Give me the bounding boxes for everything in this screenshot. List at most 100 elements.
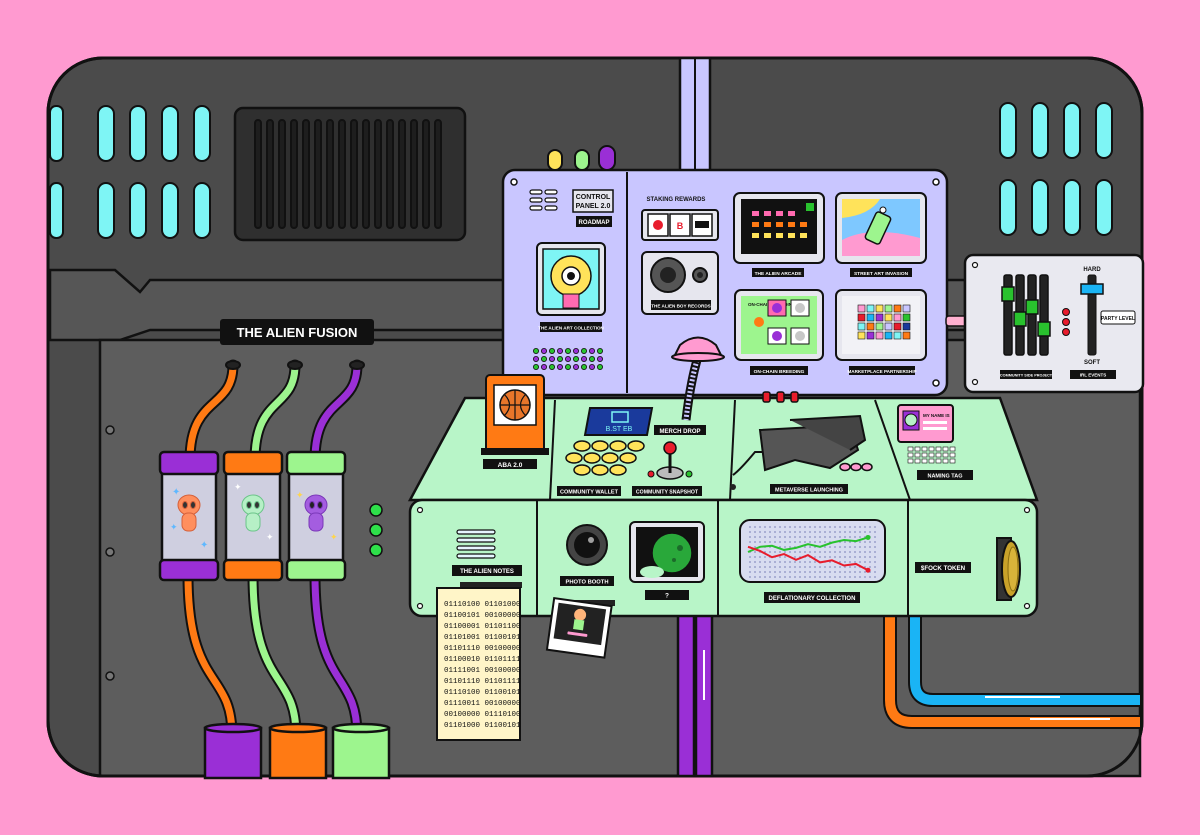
binary-line: 01101000 01100101 — [444, 722, 521, 730]
joystick[interactable] — [647, 441, 693, 480]
community-wallet-buttons[interactable] — [565, 440, 645, 476]
fusion-tube-green-alien[interactable]: ✦ ✦ — [222, 450, 284, 582]
keypad-key[interactable] — [949, 458, 956, 464]
fusion-tube-purple-alien[interactable]: ✦ ✦ — [285, 450, 347, 582]
basketball-card[interactable] — [481, 374, 549, 455]
question-label[interactable]: ? — [645, 590, 689, 600]
yellow-button[interactable] — [591, 464, 609, 476]
community-wallet-label[interactable]: COMMUNITY WALLET — [557, 486, 621, 496]
vent-slat — [362, 119, 370, 229]
chart-grid-dot — [834, 526, 836, 528]
keypad-key[interactable] — [942, 452, 949, 458]
keypad-key[interactable] — [949, 452, 956, 458]
merch-drop-label[interactable]: MERCH DROP — [654, 425, 706, 435]
alien-boy-records-label[interactable]: THE ALIEN BOY RECORDS — [651, 300, 711, 310]
keypad-key[interactable] — [921, 452, 928, 458]
yellow-button[interactable] — [609, 464, 627, 476]
marketplace-partnership-monitor[interactable] — [835, 289, 927, 361]
marketplace-partnership-label[interactable]: MARKETPLACE PARTNERSHIP — [847, 366, 917, 375]
yellow-button[interactable] — [591, 440, 609, 452]
chart-grid-dot — [789, 566, 791, 568]
party-level-slider[interactable]: HARD SOFT — [1080, 267, 1104, 366]
id-card-naming-tag[interactable]: MY NAME IS — [897, 404, 954, 443]
photo-booth-label[interactable]: PHOTO BOOTH — [560, 576, 614, 586]
keypad-key[interactable] — [921, 446, 928, 452]
alien-boy-records-speaker[interactable] — [641, 251, 719, 315]
community-side-project-text: COMMUNITY SIDE PROJECT — [1000, 374, 1053, 378]
yellow-button[interactable] — [627, 440, 645, 452]
alien-art-collection-monitor[interactable] — [536, 242, 606, 316]
status-lights — [369, 503, 383, 557]
chart-grid-dot — [799, 531, 801, 533]
street-art-invasion-label[interactable]: STREET ART INVASION — [850, 268, 912, 277]
binary-line: 01100001 01101100 — [444, 623, 521, 631]
mystery-planet-monitor[interactable] — [629, 521, 705, 583]
hard-label: HARD — [1083, 267, 1101, 273]
space-invader-icon — [764, 222, 771, 227]
yellow-button[interactable] — [565, 452, 583, 464]
keypad-key[interactable] — [921, 458, 928, 464]
coin-slot-token[interactable] — [996, 537, 1021, 601]
community-side-project-label[interactable]: COMMUNITY SIDE PROJECT — [1000, 370, 1053, 379]
keypad-key[interactable] — [914, 446, 921, 452]
fusion-tube-orange-alien[interactable]: ✦ ✦ ✦ — [158, 450, 220, 582]
yellow-button[interactable] — [619, 452, 637, 464]
alien-arcade-label[interactable]: THE ALIEN ARCADE — [752, 268, 804, 277]
staking-rewards-label[interactable]: STAKING REWARDS — [647, 197, 706, 203]
keypad-key[interactable] — [907, 446, 914, 452]
led-dot — [573, 363, 580, 370]
alien-arcade-monitor[interactable] — [733, 192, 825, 264]
panel-knobs[interactable] — [547, 145, 616, 171]
on-chain-breeding-label[interactable]: ON-CHAIN BREEDING — [750, 366, 808, 375]
merch-drop-ufo-lamp[interactable] — [671, 336, 725, 421]
community-snapshot-label[interactable]: COMMUNITY SNAPSHOT — [632, 486, 702, 496]
pink-buttons[interactable] — [839, 462, 873, 472]
keypad-key[interactable] — [942, 458, 949, 464]
stock-token-label[interactable]: $FOCK TOKEN — [915, 562, 971, 573]
deflationary-collection-label[interactable]: DEFLATIONARY COLLECTION — [764, 592, 860, 603]
alien-notes-label[interactable]: THE ALIEN NOTES — [452, 565, 522, 576]
irl-events-label[interactable]: IRL EVENTS — [1070, 370, 1116, 379]
keypad-key[interactable] — [928, 446, 935, 452]
keypad-key[interactable] — [928, 458, 935, 464]
keypad[interactable] — [907, 446, 956, 464]
led-dot — [565, 355, 572, 362]
keypad-key[interactable] — [914, 452, 921, 458]
aba-label[interactable]: ABA 2.0 — [483, 459, 537, 469]
chart-grid-dot — [819, 526, 821, 528]
vr-headset[interactable] — [730, 414, 867, 490]
yellow-button[interactable] — [583, 452, 601, 464]
community-side-project-sliders[interactable] — [1001, 274, 1051, 356]
roadmap-label[interactable]: ROADMAP — [576, 216, 612, 227]
keypad-key[interactable] — [907, 458, 914, 464]
keypad-key[interactable] — [914, 458, 921, 464]
keypad-key[interactable] — [935, 458, 942, 464]
keypad-key[interactable] — [907, 452, 914, 458]
keypad-key[interactable] — [928, 452, 935, 458]
blue-display-screen[interactable]: B.ST EB — [583, 407, 654, 436]
naming-tag-label[interactable]: NAMING TAG — [917, 470, 973, 480]
alien-art-collection-label[interactable]: THE ALIEN ART COLLECTION — [538, 322, 605, 332]
chart-grid-dot — [874, 556, 876, 558]
keypad-key[interactable] — [942, 446, 949, 452]
keypad-key[interactable] — [935, 452, 942, 458]
slot-machine[interactable]: B — [641, 209, 719, 241]
red-top-buttons[interactable] — [762, 391, 799, 403]
deflationary-chart-screen[interactable] — [739, 519, 886, 583]
yellow-button[interactable] — [609, 440, 627, 452]
chart-grid-dot — [759, 531, 761, 533]
street-art-invasion-monitor[interactable] — [835, 192, 927, 264]
polaroid-photo[interactable] — [545, 596, 613, 659]
keypad-key[interactable] — [949, 446, 956, 452]
yellow-button[interactable] — [601, 452, 619, 464]
chart-grid-dot — [814, 526, 816, 528]
metaverse-launching-label[interactable]: METAVERSE LAUNCHING — [770, 484, 848, 494]
cherry-icon — [653, 220, 663, 230]
yellow-button[interactable] — [573, 464, 591, 476]
chart-grid-dot — [749, 556, 751, 558]
photo-booth-camera[interactable] — [566, 524, 608, 566]
yellow-button[interactable] — [573, 440, 591, 452]
on-chain-breeding-monitor[interactable]: ON-CHAIN BREEDING — [734, 289, 824, 361]
keypad-key[interactable] — [935, 446, 942, 452]
